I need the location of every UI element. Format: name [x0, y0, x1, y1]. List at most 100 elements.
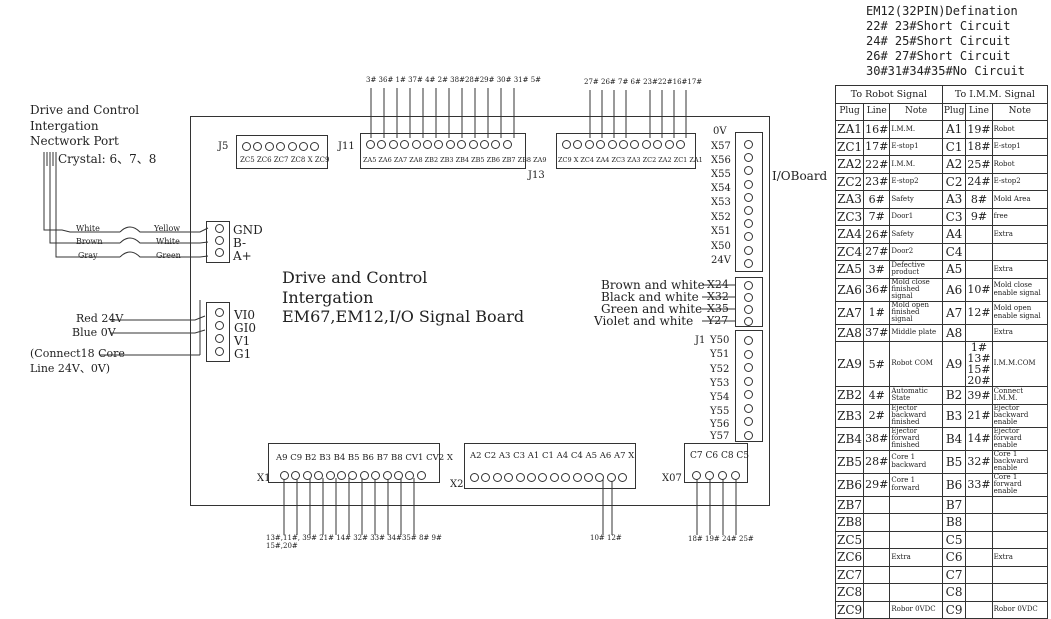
line-cell [965, 548, 993, 567]
plug-cell: ZB2 [834, 386, 865, 405]
x-label-0v: 0V [713, 126, 727, 137]
line-cell: 17# [863, 137, 891, 156]
note-cell: Robor 0VDC [889, 600, 943, 619]
note-cell [991, 583, 1049, 602]
plug-cell: ZA7 [834, 300, 865, 325]
x-label-x53: X53 [711, 197, 731, 208]
line-cell: 32# [965, 449, 993, 474]
x-input-connector [735, 132, 763, 272]
line-cell [863, 495, 891, 515]
signal-brown-white: Brown and white [601, 278, 705, 292]
note-cell: Safety [889, 190, 943, 209]
line-cell: 26# [863, 225, 891, 244]
line-cell [965, 495, 993, 515]
line-cell [965, 530, 993, 550]
line-cell: 36# [863, 277, 891, 302]
note-cell [889, 565, 943, 585]
line-cell: 3# [863, 260, 891, 279]
plug-cell: ZB4 [834, 426, 865, 451]
note-cell: Extra [889, 548, 943, 567]
note-drive-control: Drive and Control [30, 103, 140, 117]
x2-label: X2 [450, 479, 464, 490]
note-cell: Core 1 forward enable [991, 472, 1049, 497]
x-label-x56: X56 [711, 155, 731, 166]
rs485-pins [215, 224, 226, 257]
label-y27: Y27 [707, 314, 729, 327]
plug-cell: ZC6 [834, 548, 865, 567]
signal-black-white: Black and white [601, 290, 699, 304]
j5-pins [242, 142, 322, 151]
plug-cell: ZA2 [834, 155, 865, 174]
plug-cell: A6 [941, 277, 967, 302]
x1-connector [268, 443, 440, 483]
x1-pins [280, 471, 428, 480]
x-label-x52: X52 [711, 212, 731, 223]
note-network-port: Nectwork Port [30, 134, 119, 148]
note-cell: Extra [991, 548, 1049, 567]
y-label-y55: Y55 [710, 406, 730, 417]
line-cell: 5# [863, 341, 891, 388]
y-label-y50: Y50 [710, 335, 730, 346]
em12-line: 30#31#34#35#No Circuit [866, 64, 1025, 78]
note-cell: Robot [991, 120, 1049, 139]
note-cell: Ejector backward finished [889, 403, 943, 428]
plug-cell: ZC2 [834, 172, 865, 191]
plug-cell: B6 [941, 472, 967, 497]
plug-cell: B4 [941, 426, 967, 451]
line-cell: 28# [863, 449, 891, 474]
plug-cell: ZA4 [834, 225, 865, 244]
j11-connector [360, 133, 526, 169]
label-x32: X32 [707, 290, 729, 303]
note-cell: Core 1 backward enable [991, 449, 1049, 474]
x-label-x54: X54 [711, 183, 731, 194]
y-label-y51: Y51 [710, 349, 730, 360]
line-cell: 8# [965, 190, 993, 209]
note-cell: Middle plate [889, 323, 943, 343]
note-cell: E-stop1 [889, 137, 943, 156]
note-cell: I.M.M. [889, 155, 943, 174]
y-output-pins [744, 336, 755, 440]
x2-pin-labels: A2 C2 A3 C3 A1 C1 A4 C4 A5 A6 A7 X [470, 451, 635, 461]
signal-pins [744, 281, 755, 326]
plug-cell: B3 [941, 403, 967, 428]
line-cell [965, 600, 993, 619]
line-cell: 6# [863, 190, 891, 209]
j11-pins [366, 140, 514, 149]
col-plug: Plug [941, 102, 967, 121]
x-label-x50: X50 [711, 241, 731, 252]
note-cell: Mold open finished signal [889, 300, 943, 325]
note-cell: Ejector backward enable [991, 403, 1049, 428]
note-cell [889, 530, 943, 550]
plug-cell: ZA6 [834, 277, 865, 302]
plug-cell: ZA9 [834, 341, 865, 388]
line-cell: 29# [863, 472, 891, 497]
note-cell [991, 513, 1049, 532]
g1-label: G1 [234, 347, 252, 361]
x07-connector [684, 443, 748, 483]
plug-cell: C6 [941, 548, 967, 567]
note-cell: I.M.M. [889, 120, 943, 139]
note-cell: Extra [991, 260, 1049, 279]
wire-white2-label: White [156, 237, 180, 246]
j13-pins [562, 140, 687, 149]
plug-cell: A7 [941, 300, 967, 325]
note-cell: I.M.M.COM [991, 341, 1049, 388]
line-cell: 9# [965, 207, 993, 226]
y-label-y53: Y53 [710, 378, 730, 389]
vi0-label: VI0 [234, 308, 256, 322]
col-plug: Plug [834, 102, 865, 121]
note-cell: Extra [991, 323, 1049, 343]
